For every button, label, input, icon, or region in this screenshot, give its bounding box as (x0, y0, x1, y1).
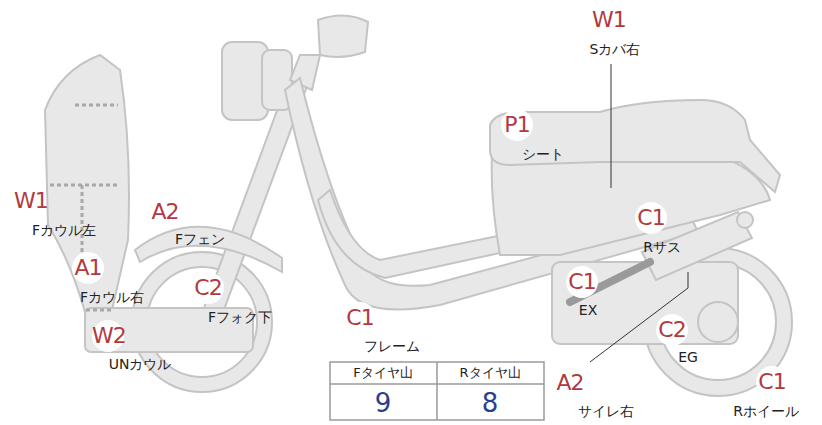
part-name: サイレ右 (578, 404, 634, 419)
scooter-body (45, 15, 792, 396)
seam (86, 309, 112, 312)
shock-mount (737, 212, 753, 228)
callout-code: C2 (192, 272, 224, 304)
tyre-table (330, 362, 544, 420)
callout-code: W2 (92, 320, 124, 352)
table-border (330, 362, 544, 420)
callout-code: C2 (656, 314, 688, 346)
table-header: Fタイヤ山 (353, 366, 412, 380)
part-name: EG (678, 350, 698, 365)
table-rule (436, 362, 438, 420)
table-header: Rタイヤ山 (459, 366, 520, 380)
table-value: 9 (375, 389, 392, 418)
callout-code: W1 (14, 185, 46, 217)
part-name: EX (579, 303, 597, 318)
seam (75, 104, 118, 107)
callout-code: C1 (566, 266, 598, 298)
callout-code: A2 (554, 367, 586, 399)
part-name: Rサス (643, 240, 681, 255)
part-name: Fフォク下 (208, 310, 272, 325)
table-value: 8 (482, 389, 499, 418)
rear-hub (698, 302, 738, 342)
part-name: Fカウル左 (32, 223, 96, 238)
callout-code: C1 (756, 366, 788, 398)
panel-seams (50, 105, 120, 310)
part-name: Sカバ右 (590, 42, 641, 57)
seam (81, 185, 84, 258)
callout-code: A1 (72, 252, 104, 284)
leader-line (611, 64, 612, 188)
leader-line (590, 272, 688, 362)
engine (552, 262, 738, 344)
part-name: Rホイール (733, 404, 799, 419)
part-name: フレーム (364, 339, 420, 354)
part-name: Fカウル右 (80, 290, 144, 305)
handlebar (318, 15, 368, 56)
callout-code: A2 (149, 196, 181, 228)
front-cowl (45, 55, 129, 312)
part-name: UNカウル (109, 357, 172, 372)
seat (490, 100, 780, 192)
front-fender (135, 227, 282, 272)
callout-code: C1 (635, 202, 667, 234)
callout-code: C1 (344, 302, 376, 334)
callout-code: W1 (592, 4, 624, 36)
part-name: シート (522, 147, 564, 162)
part-name: Fフェン (175, 232, 225, 247)
callout-code: P1 (501, 109, 533, 141)
seam (50, 184, 120, 187)
